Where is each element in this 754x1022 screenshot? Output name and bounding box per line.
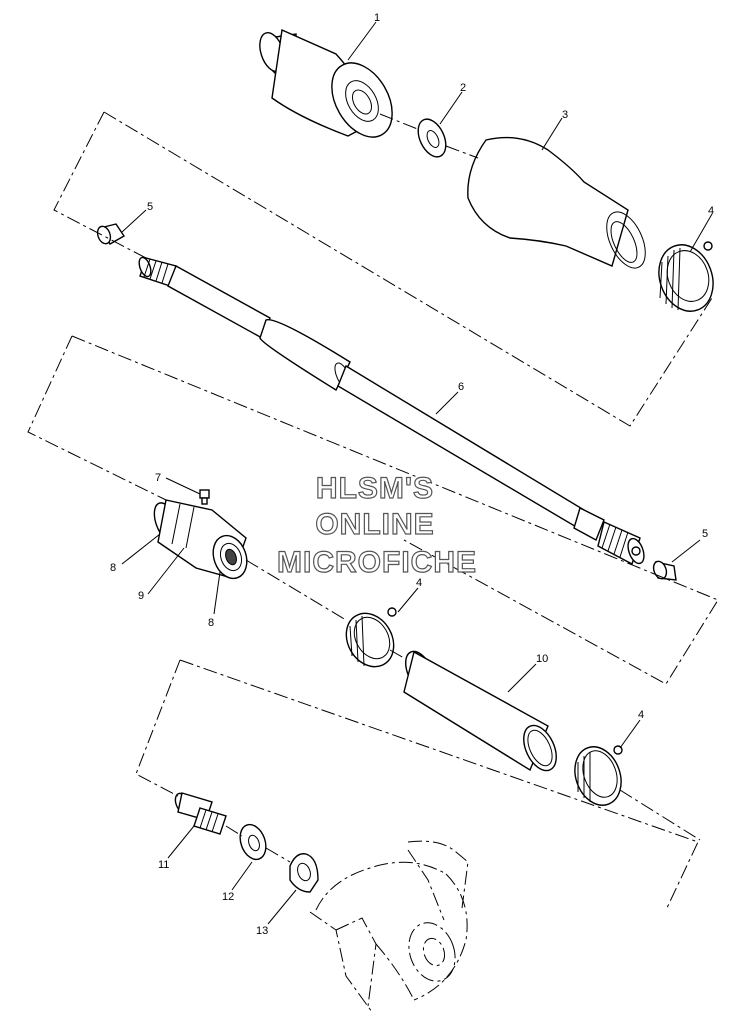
callout-10: 10: [536, 653, 548, 665]
part-6-driveshaft: [138, 256, 645, 566]
callout-labels: 1 2 3 4 5 6 5 7 8 9 8 4 10 4 11 12 13: [110, 12, 714, 937]
callout-4-top: 4: [708, 205, 714, 217]
part-10-tube: [403, 650, 557, 772]
watermark-line-1: HLSM'S: [315, 471, 435, 505]
part-12-washer: [239, 823, 267, 861]
callout-5-left: 5: [147, 201, 153, 213]
part-4-clamp-lower: [574, 745, 623, 806]
callout-6: 6: [458, 381, 464, 393]
callout-8-right: 8: [208, 617, 214, 629]
callout-2: 2: [460, 82, 466, 94]
callout-4-lower: 4: [638, 709, 644, 721]
part-1-bushing: [259, 28, 393, 138]
callout-3: 3: [562, 109, 568, 121]
callout-5-right: 5: [702, 528, 708, 540]
part-11-stub-shaft: [174, 792, 227, 835]
callout-13: 13: [256, 925, 268, 937]
callout-8-left: 8: [110, 562, 116, 574]
part-7-grease-fitting: [199, 489, 210, 505]
phantom-housing: [309, 840, 469, 1013]
part-3-boot: [467, 136, 646, 269]
callout-12: 12: [222, 891, 234, 903]
callout-9: 9: [138, 590, 144, 602]
leader-lines: [121, 21, 713, 925]
part-5-plug-right: [652, 560, 677, 581]
part-4-clamp-top: [658, 241, 714, 312]
callout-4-middle: 4: [416, 577, 422, 589]
part-13-seal: [289, 853, 319, 893]
part-4-clamp-middle: [345, 607, 397, 668]
watermark-line-2: ONLINE: [315, 507, 435, 541]
callout-1: 1: [374, 12, 380, 24]
callout-7: 7: [155, 472, 161, 484]
watermark-line-3: MICROFICHE: [276, 545, 477, 579]
part-5-plug-left: [96, 223, 125, 245]
assembly-centerlines: [27, 111, 719, 911]
part-2-washer: [417, 118, 447, 158]
callout-11: 11: [158, 859, 169, 871]
part-9-coupler: [153, 499, 248, 580]
